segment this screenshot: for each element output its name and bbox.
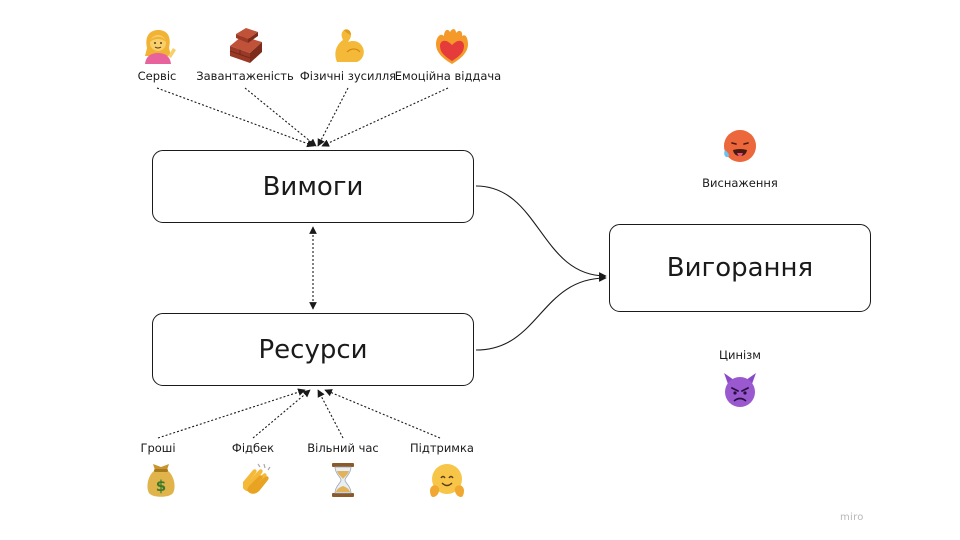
resource-factor-label-money: Гроші <box>140 441 176 455</box>
flexed-biceps-icon <box>329 26 369 66</box>
miro-watermark: miro <box>840 512 864 523</box>
demand-factor-label-workload: Завантаженість <box>196 69 294 83</box>
demand-factor-label-service: Сервіс <box>137 69 177 83</box>
money-bag-icon: $ <box>141 460 181 500</box>
bricks-icon <box>226 26 266 66</box>
connector-physical-to-demands <box>317 87 349 147</box>
resource-factor-label-support: Підтримка <box>410 441 474 455</box>
connector-emotional-to-demands <box>321 87 449 147</box>
demand-factor-label-emotional: Емоційна віддача <box>394 69 502 83</box>
connector-money-to-resources <box>157 388 306 439</box>
demands-box[interactable]: Вимоги <box>152 150 474 223</box>
heart-on-fire-icon <box>432 26 472 66</box>
demand-factor-label-physical: Фізичні зусилля <box>299 69 397 83</box>
resource-factor-label-freetime: Вільний час <box>307 441 379 455</box>
burnout-dimension-label-cynicism: Цинізм <box>719 348 761 362</box>
angry-devil-icon <box>720 370 760 410</box>
burnout-box[interactable]: Вигорання <box>609 224 871 312</box>
svg-text:$: $ <box>156 477 166 495</box>
connector-feedback-to-resources <box>252 389 311 439</box>
hourglass-icon <box>323 460 363 500</box>
clapping-hands-icon <box>237 460 277 500</box>
connector-demands-to-burnout <box>475 185 607 280</box>
connector-support-to-resources <box>324 389 441 439</box>
connector-freetime-to-resources <box>317 389 344 439</box>
resource-factor-label-feedback: Фідбек <box>231 441 275 455</box>
burnout-dimension-label-exhaustion: Виснаження <box>702 176 778 190</box>
hot-face-icon <box>720 126 760 166</box>
connector-workload-to-demands <box>244 87 317 147</box>
woman-tipping-hand-icon <box>138 26 178 66</box>
resources-box[interactable]: Ресурси <box>152 313 474 386</box>
connector-resources-to-burnout <box>475 274 607 351</box>
hugging-face-icon <box>427 460 467 500</box>
connector-service-to-demands <box>156 87 315 148</box>
